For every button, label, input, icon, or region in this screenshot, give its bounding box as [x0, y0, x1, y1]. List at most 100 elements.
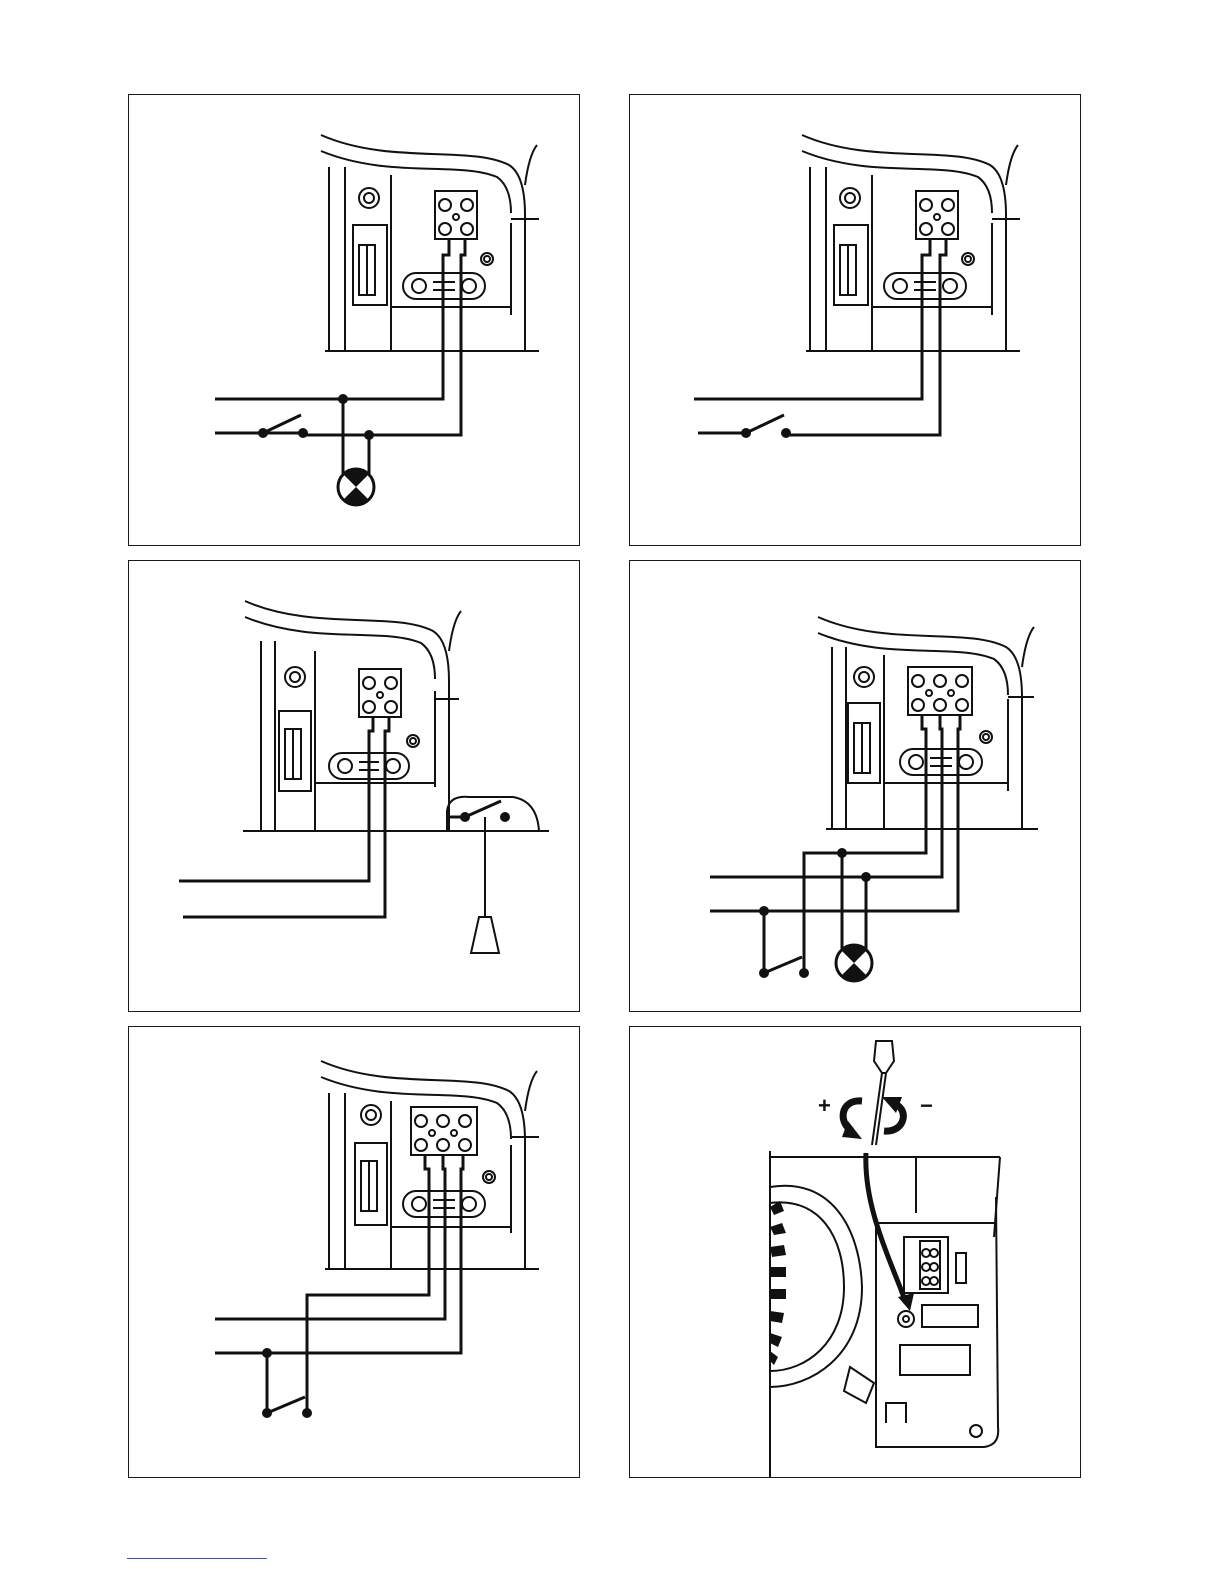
pull-switch-contact — [465, 801, 501, 817]
clamp-screw — [412, 1197, 426, 1211]
terminal-screw — [956, 699, 968, 711]
housing-outline — [321, 135, 525, 351]
adjust-screw-inner — [983, 734, 989, 740]
fuse-holder — [355, 1143, 387, 1225]
terminal-screw — [942, 223, 954, 235]
terminal-screw — [363, 677, 375, 689]
switch-contact — [263, 415, 301, 433]
terminal-screw — [942, 199, 954, 211]
junction-dot — [338, 394, 348, 404]
pull-cord-handle-icon — [471, 917, 499, 953]
timer-adjustment-diagram: + − — [629, 1026, 1081, 1478]
junction-dot — [262, 1348, 272, 1358]
mounting-hole-inner — [290, 672, 300, 682]
clamp-screw — [462, 1197, 476, 1211]
terminal-screw — [920, 223, 932, 235]
cable-entry — [1022, 627, 1034, 667]
clamp-screw — [959, 755, 973, 769]
fan-blades — [770, 1201, 786, 1365]
clamp-screw — [386, 759, 400, 773]
terminal-screw — [439, 199, 451, 211]
mounting-hole-inner — [859, 672, 869, 682]
junction-dot — [759, 968, 769, 978]
clamp-screw — [462, 279, 476, 293]
terminal-screw — [437, 1115, 449, 1127]
clamp-screw — [338, 759, 352, 773]
wire-neutral — [215, 1155, 463, 1353]
junction-dot — [500, 812, 510, 822]
wiring-diagram-4 — [629, 560, 1081, 1012]
terminal-screw — [363, 701, 375, 713]
wiring-diagram-4-svg — [630, 561, 1080, 1011]
adjust-screw — [980, 731, 992, 743]
minus-label: − — [920, 1093, 933, 1118]
terminal-screw — [439, 223, 451, 235]
mounting-hole — [285, 667, 305, 687]
pointer-head — [898, 1293, 914, 1311]
wire-live — [215, 239, 449, 399]
terminal-center — [453, 214, 459, 220]
junction-dot — [298, 428, 308, 438]
timer-adjustment-svg: + − — [630, 1027, 1080, 1477]
wiring-diagram-2-svg — [630, 95, 1080, 545]
junction-dot — [759, 906, 769, 916]
wire-switched — [369, 239, 465, 435]
housing-outline-inner — [245, 617, 435, 679]
wiring-diagram-3 — [128, 560, 580, 1012]
terminal-screw — [385, 677, 397, 689]
wiring-diagram-5 — [128, 1026, 580, 1478]
mounting-hole — [840, 188, 860, 208]
junction-dot — [837, 848, 847, 858]
adjust-screw — [407, 735, 419, 747]
fan-housing — [770, 1151, 1000, 1477]
plus-label: + — [818, 1093, 831, 1118]
cable-entry — [525, 145, 537, 185]
terminal-screw — [934, 675, 946, 687]
housing-outline — [321, 1061, 525, 1269]
housing-outline-inner — [802, 151, 992, 213]
terminal-screw — [459, 1115, 471, 1127]
junction-dot — [262, 1408, 272, 1418]
terminal-screw — [437, 1139, 449, 1151]
terminal-center — [377, 692, 383, 698]
mounting-hole-inner — [366, 1110, 376, 1120]
adjust-screw — [483, 1171, 495, 1183]
wire-switched — [710, 715, 960, 911]
wire-live — [694, 239, 930, 399]
adjust-screw — [962, 253, 974, 265]
cable-clamp — [884, 273, 966, 299]
switch-contact — [764, 957, 802, 973]
terminal-screw — [415, 1139, 427, 1151]
clamp-screw — [943, 279, 957, 293]
fuse-holder — [848, 703, 880, 783]
terminal-center — [451, 1130, 457, 1136]
switch-contact — [746, 415, 784, 433]
clamp-screw — [909, 755, 923, 769]
terminal-screw — [459, 1139, 471, 1151]
terminal-center — [948, 690, 954, 696]
housing-outline — [802, 135, 1006, 351]
adjust-screw — [481, 253, 493, 265]
junction-dot — [741, 428, 751, 438]
terminal-screw — [920, 199, 932, 211]
cable-entry — [1006, 145, 1018, 185]
wiring-diagram-2 — [629, 94, 1081, 546]
mounting-hole-inner — [364, 193, 374, 203]
lamp-icon — [338, 468, 374, 505]
terminal-center — [934, 214, 940, 220]
pull-switch-housing — [447, 797, 539, 831]
terminal-screw — [934, 699, 946, 711]
cable-entry — [449, 611, 461, 651]
junction-dot — [861, 872, 871, 882]
junction-dot — [302, 1408, 312, 1418]
terminal-screw — [385, 701, 397, 713]
terminal-screw — [461, 199, 473, 211]
terminal-block — [920, 1241, 966, 1289]
footer-rule — [127, 1558, 267, 1559]
terminal-center — [429, 1130, 435, 1136]
mounting-hole — [359, 188, 379, 208]
adjust-screw-inner — [484, 256, 490, 262]
adjust-screw-inner — [486, 1174, 492, 1180]
junction-dot — [258, 428, 268, 438]
junction-dot — [460, 812, 470, 822]
